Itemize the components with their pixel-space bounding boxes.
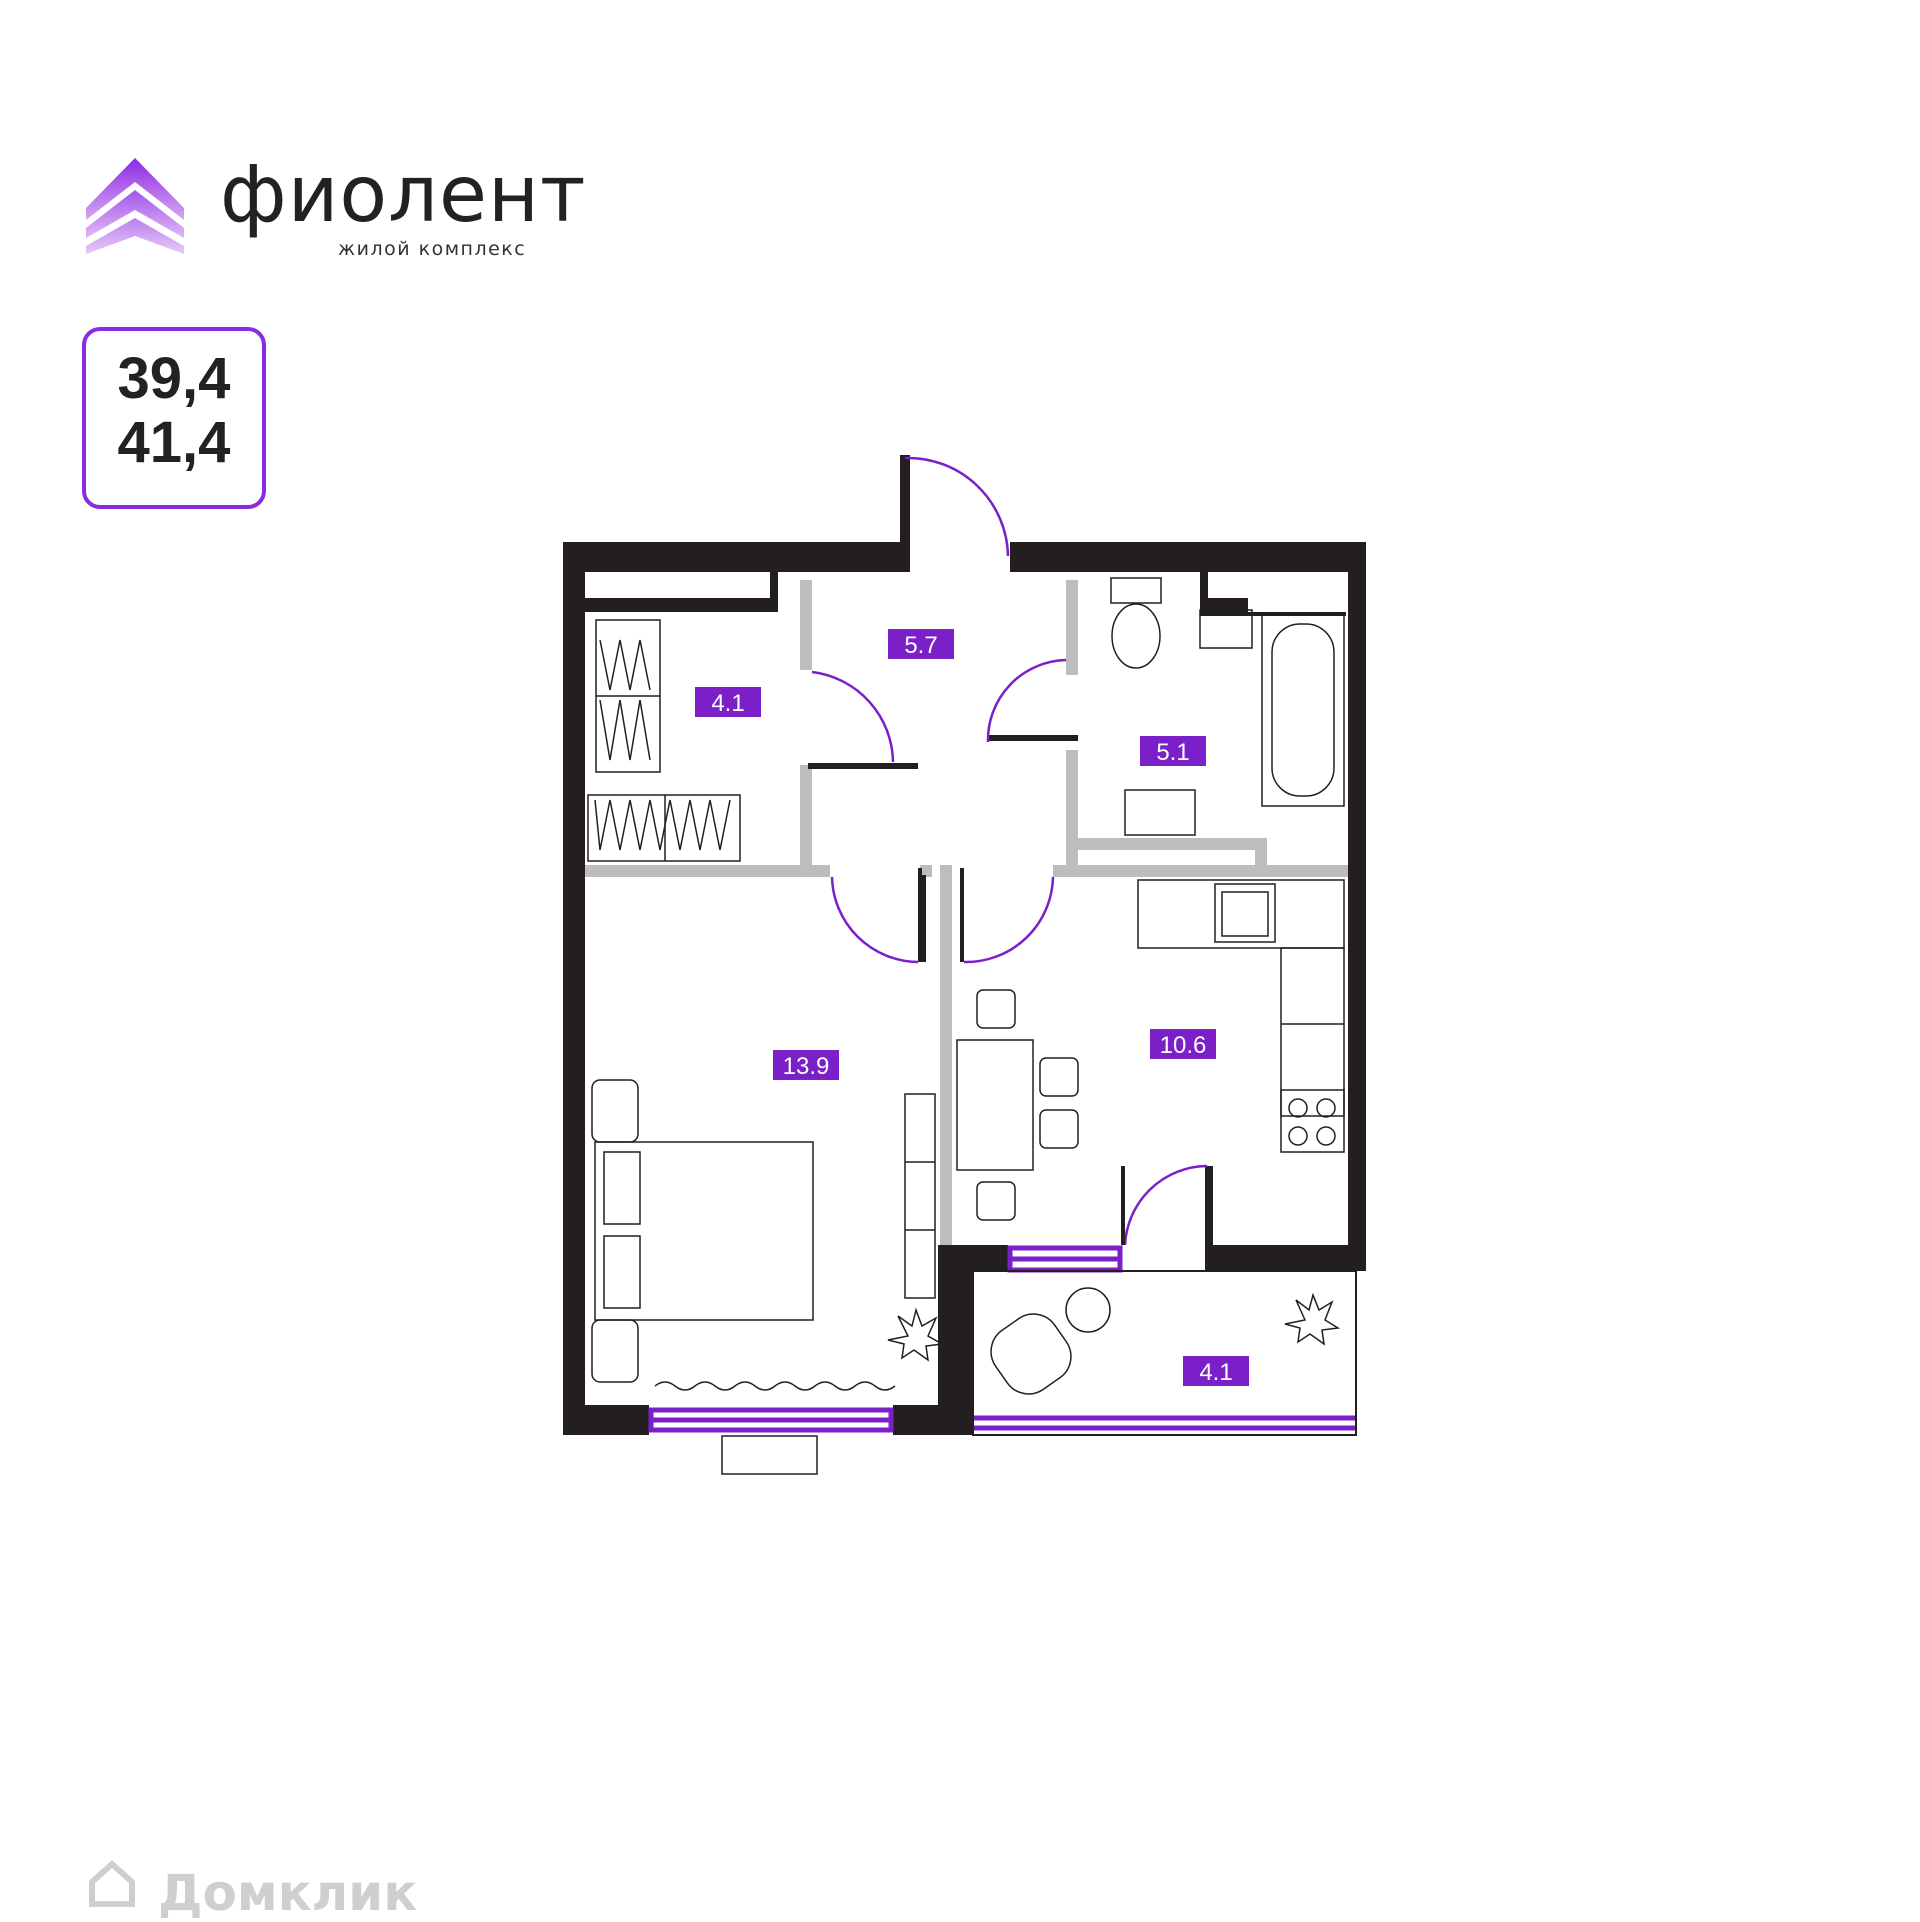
- logo-wordmark: фиолент: [220, 150, 587, 240]
- room-labels: 5.7 4.1 5.1 13.9 10.6 4.1: [695, 629, 1249, 1386]
- chevrons-logo-icon: [86, 158, 184, 254]
- partitions: [580, 580, 1348, 1245]
- balcony-area-label: 4.1: [1199, 1359, 1232, 1386]
- logo-subtitle: жилой комплекс: [338, 238, 527, 260]
- balcony-furniture: [990, 1287, 1111, 1395]
- dining-set: [956, 989, 1079, 1221]
- watermark-text: Домклик: [158, 1864, 418, 1922]
- wardrobe-area-label: 4.1: [711, 690, 744, 717]
- bedroom-area-label: 13.9: [783, 1053, 830, 1080]
- kitchen-area-label: 10.6: [1160, 1032, 1207, 1059]
- hall-area-label: 5.7: [904, 632, 937, 659]
- windows: [648, 1245, 1355, 1433]
- plant-icons: [887, 1292, 1341, 1362]
- exterior-walls: [563, 455, 1366, 1435]
- door-arcs: [811, 456, 1208, 1246]
- bathroom-fixtures: [1110, 577, 1345, 836]
- bedroom-furniture: [591, 1079, 936, 1475]
- developer-logo: фиолент жилой комплекс: [80, 150, 585, 270]
- house-icon: [89, 1859, 135, 1907]
- wardrobe-furniture: [587, 619, 741, 862]
- area-with-balcony: 41,4: [117, 410, 231, 475]
- kitchen-fixtures: [1137, 879, 1345, 1153]
- area-badge: 39,4 41,4: [82, 327, 266, 509]
- bathroom-area-label: 5.1: [1156, 739, 1189, 766]
- doors: [918, 868, 1125, 1245]
- total-area: 39,4: [117, 346, 231, 411]
